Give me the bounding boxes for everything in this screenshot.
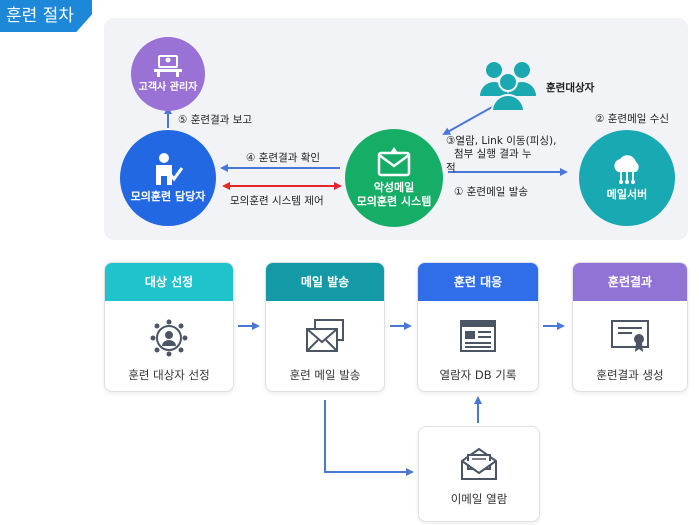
control-label: 모의훈련 시스템 제어 xyxy=(230,195,324,207)
card-email-open: 이메일 열람 xyxy=(418,426,540,522)
malicious-label-2: 모의훈련 시스템 xyxy=(356,195,432,208)
step1-label: ① 훈련메일 발송 xyxy=(454,186,529,198)
step5-label: ⑤ 훈련결과 보고 xyxy=(178,114,253,126)
training-targets-icon xyxy=(480,62,536,112)
card-header: 메일 발송 xyxy=(266,263,384,301)
card-target-selection: 대상 선정 훈련 대상자 선정 xyxy=(104,262,234,392)
person-check-icon xyxy=(156,153,184,186)
card-mail-send: 메일 발송 훈련 메일 발송 xyxy=(265,262,385,392)
arrow-step3 xyxy=(442,105,495,135)
browser-window-icon xyxy=(460,320,496,352)
step3-label-2: 첨부 실행 결과 누 xyxy=(454,148,532,160)
open-envelope-icon xyxy=(461,447,497,480)
card-text: 열람자 DB 기록 xyxy=(439,368,517,382)
certificate-icon xyxy=(611,320,649,352)
envelopes-icon xyxy=(306,319,344,352)
card-text: 훈련결과 생성 xyxy=(596,368,664,382)
admin-desk-icon xyxy=(154,54,182,77)
step2-label: ② 훈련메일 수신 xyxy=(595,113,670,125)
step3-label-1: ③열람, Link 이동(피싱), xyxy=(446,135,557,147)
target-label: 훈련대상자 xyxy=(546,82,595,94)
card-result: 훈련결과 훈련결과 생성 xyxy=(572,262,688,392)
people-network-icon xyxy=(150,319,188,357)
admin-label: 고객사 관리자 xyxy=(138,81,198,93)
card-header: 대상 선정 xyxy=(105,263,233,301)
alert-envelope-icon xyxy=(377,147,411,177)
malicious-system-node: 악성메일 모의훈련 시스템 xyxy=(345,129,443,227)
section-title-tag: 훈련 절차 xyxy=(0,0,92,32)
malicious-label-1: 악성메일 xyxy=(373,181,415,195)
step4-label: ④ 훈련결과 확인 xyxy=(246,152,321,164)
card-text: 훈련 메일 발송 xyxy=(289,368,361,382)
mailserver-node: 메일서버 xyxy=(579,130,675,226)
card-text: 이메일 열람 xyxy=(450,492,508,506)
card-header: 훈련결과 xyxy=(573,263,687,301)
step3-label-3: 적 xyxy=(446,162,456,174)
arrow-mail-to-open xyxy=(324,400,414,476)
mailserver-label: 메일서버 xyxy=(606,188,648,202)
card-text: 훈련 대상자 선정 xyxy=(128,368,210,382)
manager-label: 모의훈련 담당자 xyxy=(130,190,206,204)
admin-node: 고객사 관리자 xyxy=(131,37,205,111)
section-title: 훈련 절차 xyxy=(6,6,74,26)
card-response: 훈련 대응 열람자 DB 기록 xyxy=(417,262,539,392)
cloud-server-icon xyxy=(614,155,639,185)
card-header: 훈련 대응 xyxy=(418,263,538,301)
manager-node: 모의훈련 담당자 xyxy=(120,130,216,226)
